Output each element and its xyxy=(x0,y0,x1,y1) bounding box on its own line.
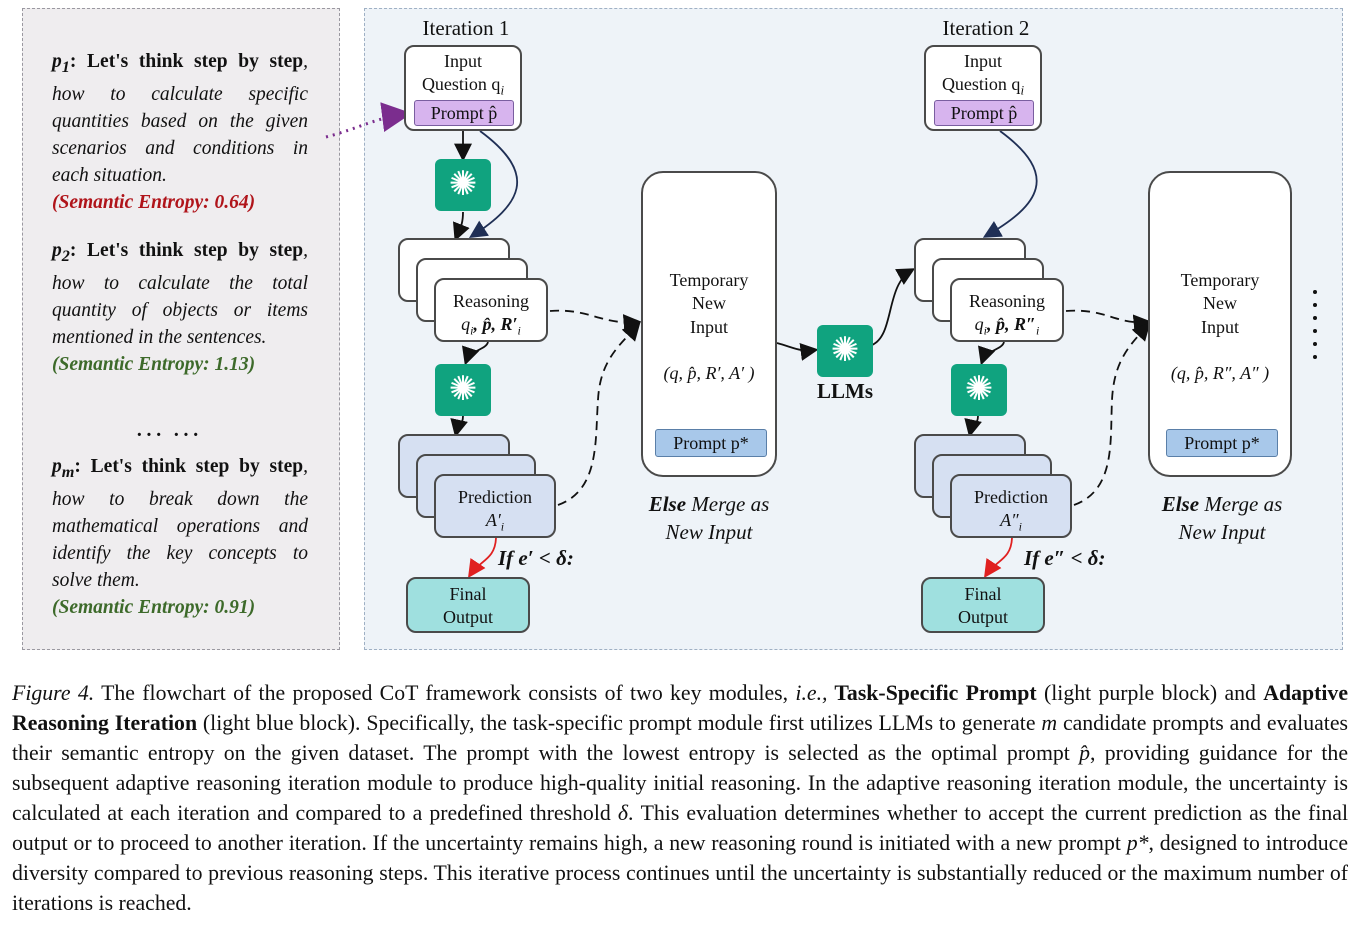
iter2-temp-tuple: (q, p̂, R″, A″ ) xyxy=(1170,363,1270,383)
iter2-reasoning-vars: qi, p̂, R″i xyxy=(974,314,1040,338)
iter2-prediction-box: Prediction A″i xyxy=(950,474,1072,538)
iter2-question-label: Question qi xyxy=(941,74,1025,98)
iter1-gpt-to-prediction-arrow xyxy=(450,415,468,438)
iter2-reasoning-label: Reasoning xyxy=(969,291,1045,311)
openai-logo-icon: ✺ xyxy=(435,364,491,416)
iter1-prediction-to-final-arrow xyxy=(468,537,497,578)
iter2-prediction-label: Prediction xyxy=(974,487,1048,507)
prompt-p2-desc: , how to calculate the total quantity of… xyxy=(52,240,308,348)
iter1-temp-line1: Temporary xyxy=(669,270,749,290)
iteration-2-input-box: Input Question qi Prompt p̂ xyxy=(924,45,1042,131)
llms-to-iter2-arrow xyxy=(871,268,916,346)
openai-logo-icon: ✺ xyxy=(435,159,491,211)
prompt-pm: pm: Let's think step by step, how to bre… xyxy=(52,453,308,621)
iteration-2-title: Iteration 2 xyxy=(942,16,1030,40)
iteration-1-input-box: Input Question qi Prompt p̂ xyxy=(404,45,522,131)
llms-label: LLMs xyxy=(817,379,874,403)
iteration-1-title: Iteration 1 xyxy=(422,16,510,40)
iter1-temporary-input-box: Temporary New Input (q, p̂, R′, A′ ) Pro… xyxy=(641,171,777,477)
iter2-temporary-input-box: Temporary New Input (q, p̂, R″, A″ ) Pro… xyxy=(1148,171,1292,477)
iter2-reasoning-to-gpt-arrow xyxy=(978,341,1005,366)
prompt-pm-label: pm xyxy=(52,456,75,481)
prompt-p2-label: p2 xyxy=(52,240,70,265)
iter2-prediction-to-temp-arrow xyxy=(1073,322,1151,506)
iter1-temp-tuple: (q, p̂, R′, A′ ) xyxy=(663,363,755,383)
iter2-reasoning-box: Reasoning qi, p̂, R″i xyxy=(950,278,1064,342)
task-specific-prompt-panel xyxy=(22,8,340,650)
iter1-prompt-hat: Prompt p̂ xyxy=(414,100,514,126)
prompt-pm-desc: , how to break down the mathematical ope… xyxy=(52,456,308,591)
iter1-temp-line2: New xyxy=(692,293,726,313)
iter1-input-curve-arrow xyxy=(468,130,518,238)
continuation-dots xyxy=(1310,290,1320,368)
iter1-temp-line3: Input xyxy=(690,317,728,337)
iter2-reasoning-to-temp-arrow xyxy=(1065,309,1152,333)
prompt-link-arrow xyxy=(325,102,412,139)
iter1-prompt-star: Prompt p* xyxy=(655,429,767,457)
prompt-p1-entropy: (Semantic Entropy: 0.64) xyxy=(52,191,256,213)
iter1-prediction-box: Prediction A′i xyxy=(434,474,556,538)
iter1-prediction-to-temp-arrow xyxy=(557,322,641,506)
openai-logo-icon: ✺ xyxy=(817,325,873,377)
iter1-reasoning-to-gpt-arrow xyxy=(462,341,489,366)
prompt-pm-lead: : Let's think step by step xyxy=(74,456,304,477)
flow-arrows xyxy=(325,102,1152,578)
iter2-input-label: Input xyxy=(964,51,1002,71)
iter1-reasoning-box: Reasoning qi, p̂, R′i xyxy=(434,278,548,342)
iter2-input-curve-arrow xyxy=(982,130,1038,238)
openai-logo-icon: ✺ xyxy=(951,364,1007,416)
iter2-prediction-var: A″i xyxy=(1000,510,1022,534)
iter2-temp-line3: Input xyxy=(1201,317,1239,337)
iter2-temp-line2: New xyxy=(1203,293,1237,313)
iter1-question-label: Question qi xyxy=(421,74,505,98)
prompt-p2: p2: Let's think step by step, how to cal… xyxy=(52,237,308,378)
prompt-p1: p1: Let's think step by step, how to cal… xyxy=(52,48,308,216)
iter2-gpt-to-prediction-arrow xyxy=(964,415,982,438)
prompt-p1-label: p1 xyxy=(52,51,70,76)
figure-caption: Figure 4. The flowchart of the proposed … xyxy=(12,681,1349,915)
prompt-p2-entropy: (Semantic Entropy: 1.13) xyxy=(52,353,256,375)
temp-to-llms-arrow xyxy=(776,342,819,361)
iter2-prompt-hat: Prompt p̂ xyxy=(934,100,1034,126)
iter1-gpt-to-reasoning-arrow xyxy=(452,211,470,242)
iter2-prompt-star: Prompt p* xyxy=(1166,429,1278,457)
iter1-input-label: Input xyxy=(444,51,482,71)
iter1-reasoning-to-temp-arrow xyxy=(549,309,642,333)
iter1-prediction-label: Prediction xyxy=(458,487,532,507)
prompt-ellipsis: ··· ··· xyxy=(136,424,203,446)
prompt-pm-entropy: (Semantic Entropy: 0.91) xyxy=(52,596,256,618)
iter2-condition: If e″ < δ: xyxy=(1024,546,1106,570)
prompt-p2-lead: : Let's think step by step xyxy=(69,240,304,261)
iter2-prediction-to-final-arrow xyxy=(984,537,1013,578)
iter1-condition: If e′ < δ: xyxy=(498,546,574,570)
iter1-prediction-var: A′i xyxy=(485,510,505,534)
caption-figure-label: Figure 4. xyxy=(12,681,95,705)
prompt-p1-desc: , how to calculate specific quantities b… xyxy=(52,51,308,186)
iter1-reasoning-label: Reasoning xyxy=(453,291,529,311)
iter2-temp-line1: Temporary xyxy=(1180,270,1260,290)
prompt-p1-lead: : Let's think step by step xyxy=(69,51,304,72)
iter1-reasoning-vars: qi, p̂, R′i xyxy=(461,314,521,338)
